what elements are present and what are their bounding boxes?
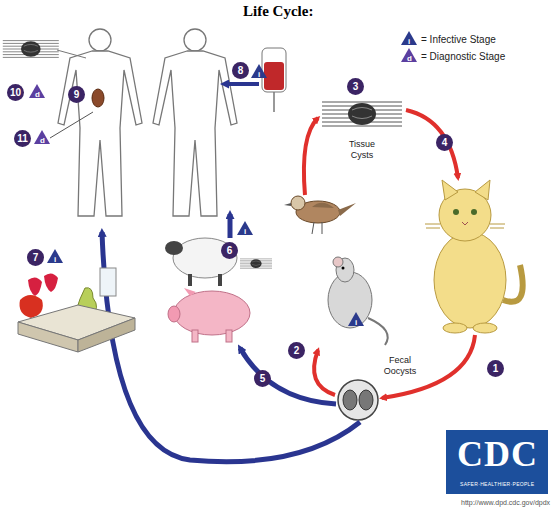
stage-marker: i	[408, 37, 410, 46]
callout-number: 3	[347, 78, 364, 95]
callout-number: 5	[254, 370, 271, 387]
stage-marker: i	[258, 70, 260, 79]
figure-title: Life Cycle:	[243, 3, 313, 20]
stage-marker: i	[355, 318, 357, 327]
stage-marker: d	[407, 54, 412, 63]
callout-number: 11	[14, 130, 31, 147]
callout-number: 1	[487, 360, 504, 377]
stage-marker: d	[35, 90, 40, 99]
stage-marker: i	[244, 227, 246, 236]
logo-tagline: SAFER·HEALTHIER·PEOPLE	[460, 481, 534, 487]
legend-text: = Infective Stage	[421, 34, 496, 45]
stage-label: Tissue Cysts	[340, 139, 384, 161]
stage-marker: d	[40, 136, 45, 145]
callout-number: 4	[436, 134, 453, 151]
callout-number: 6	[221, 242, 238, 259]
stage-label: Fecal Oocysts	[378, 355, 422, 377]
callout-number: 9	[68, 86, 85, 103]
stage-marker: i	[54, 255, 56, 264]
logo-text: CDC	[457, 435, 538, 473]
callout-number: 7	[27, 249, 44, 266]
callout-number: 10	[7, 84, 24, 101]
source-url: http://www.dpd.cdc.gov/dpdx	[461, 499, 550, 506]
callout-number: 2	[288, 342, 305, 359]
callout-number: 8	[232, 62, 249, 79]
legend-text: = Diagnostic Stage	[421, 51, 505, 62]
